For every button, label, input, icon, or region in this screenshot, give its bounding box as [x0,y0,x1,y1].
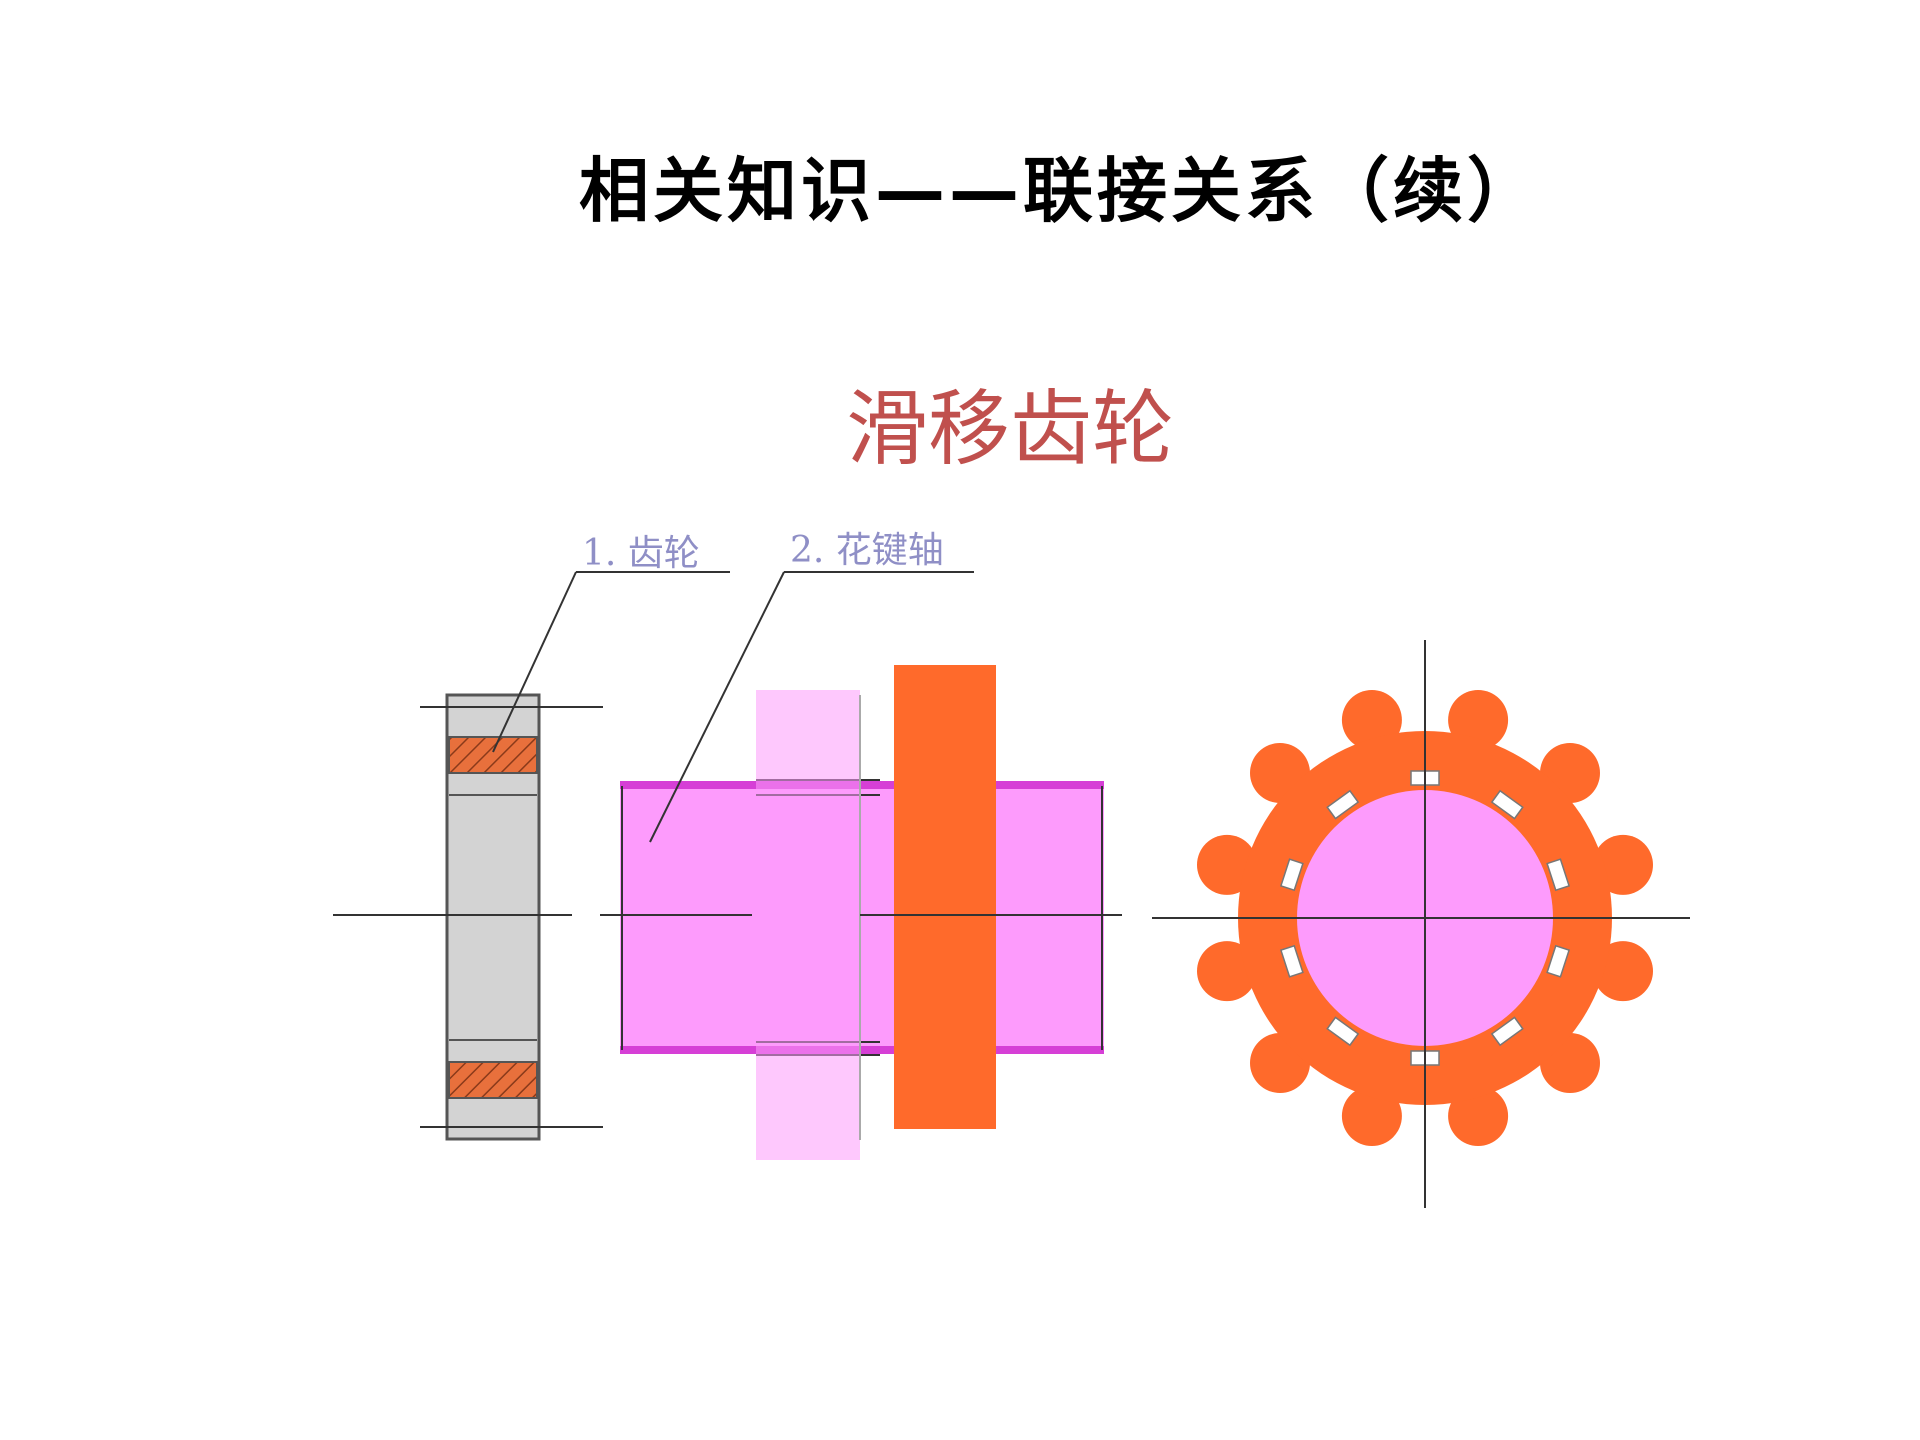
gear-section-view [420,693,603,1141]
slide-title: 相关知识——联接关系（续） [579,150,1541,232]
gear-section-hatch-bottom [448,1061,538,1099]
spline-key [1546,858,1571,892]
spline-keys [1279,770,1571,1066]
spline-shaft-view [620,665,1104,1160]
center-lines [333,640,1690,1208]
spline-key [1490,789,1524,820]
shaft-edge-bottom [620,1046,1104,1054]
slide-subtitle: 滑移齿轮 [845,382,1174,477]
callout-gear: 1. 齿轮 [492,533,730,753]
spline-key [1279,944,1304,978]
shaft-body [620,784,1104,1052]
spline-key [1490,1016,1524,1047]
callout-gear-label: 1. 齿轮 [582,533,700,574]
sliding-gear-block [894,665,996,1129]
gear-section-hatch-top [448,736,538,774]
shaft-edge-top [620,781,1104,789]
spline-key [1546,944,1571,978]
shaft-spline-band [756,690,860,1160]
spline-key [1279,858,1304,892]
gear-teeth [1197,690,1653,1146]
spline-key [1326,789,1360,820]
callout-spline-shaft-label: 2. 花键轴 [790,530,944,571]
callout-spline-shaft: 2. 花键轴 [649,530,974,843]
spline-key [1326,1016,1360,1047]
